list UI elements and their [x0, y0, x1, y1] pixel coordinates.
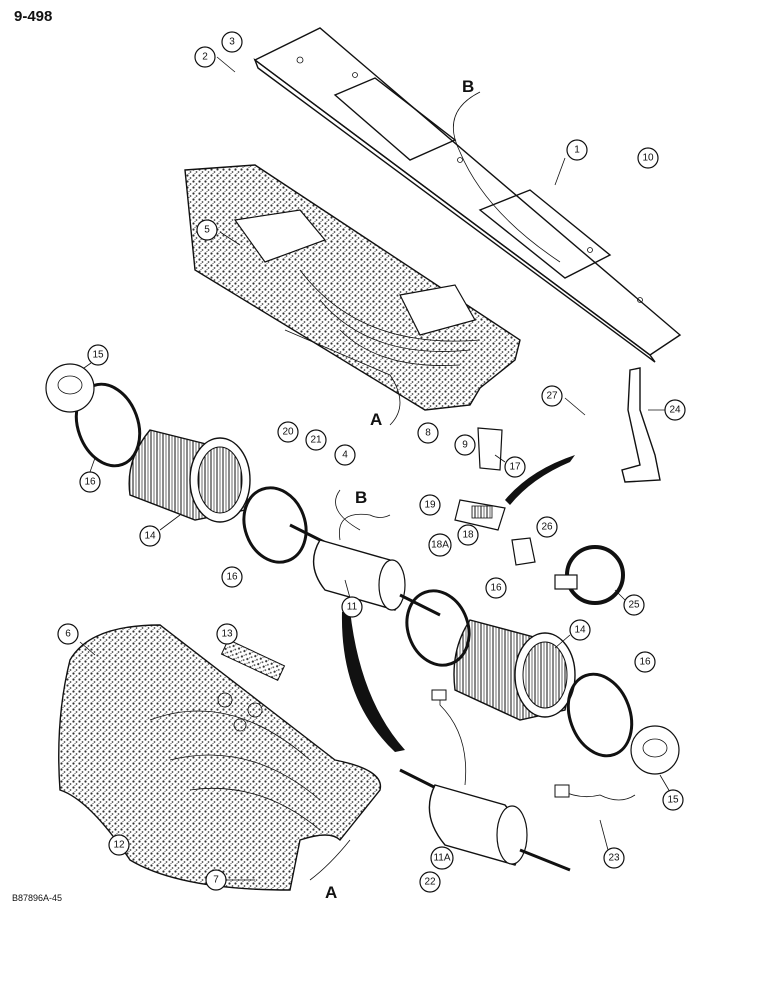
seal-ring: [566, 672, 634, 758]
svg-text:14: 14: [574, 625, 586, 636]
svg-text:19: 19: [424, 500, 436, 511]
callout-11: 11: [341, 579, 363, 618]
leader-line: [335, 489, 361, 531]
foam-cover: [58, 624, 382, 891]
callout-20: 20: [277, 421, 299, 443]
svg-text:6: 6: [65, 629, 71, 640]
svg-text:16: 16: [639, 657, 651, 668]
drawing-code: B87896A-45: [12, 893, 63, 903]
callout-7: 7: [205, 869, 255, 891]
svg-text:1: 1: [574, 145, 580, 156]
foam-strip: [220, 638, 286, 682]
callout-16-b: 16: [221, 566, 243, 588]
foam-gasket-panel: [184, 164, 521, 411]
callout-14-left: 14: [139, 514, 181, 547]
svg-text:26: 26: [541, 522, 553, 533]
callout-15-left: 15: [45, 344, 109, 413]
replacement-blower-motor: [399, 689, 571, 872]
ref-letter-b-top: B: [462, 77, 474, 96]
leader-line: [284, 329, 401, 426]
svg-text:3: 3: [229, 37, 235, 48]
callout-12: 12: [108, 834, 130, 856]
callout-19: 19: [419, 494, 441, 516]
side-bracket: [621, 367, 661, 483]
svg-text:15: 15: [92, 350, 104, 361]
resistor: [454, 499, 506, 531]
svg-text:9: 9: [462, 440, 468, 451]
wire-harness: [559, 789, 636, 801]
resistor-bracket: [477, 427, 503, 471]
callout-9: 9: [454, 434, 476, 456]
svg-text:23: 23: [608, 853, 620, 864]
callout-13: 13: [216, 623, 238, 645]
svg-text:15: 15: [667, 795, 679, 806]
seal-ring: [242, 486, 308, 564]
callout-24: 24: [648, 399, 686, 421]
callout-21: 21: [305, 429, 327, 451]
blower-wheel-left: [128, 429, 251, 523]
svg-text:4: 4: [342, 450, 348, 461]
ref-letter-b-middle: B: [355, 488, 367, 507]
callout-16-a: 16: [79, 457, 101, 493]
svg-text:16: 16: [490, 583, 502, 594]
svg-text:8: 8: [425, 428, 431, 439]
flow-arrow: [341, 610, 405, 752]
svg-text:20: 20: [282, 427, 294, 438]
svg-text:11A: 11A: [433, 853, 450, 864]
callout-26: 26: [536, 516, 558, 538]
ref-letter-a-bottom: A: [325, 883, 337, 902]
callout-8: 8: [417, 422, 439, 444]
svg-text:16: 16: [84, 477, 96, 488]
svg-text:12: 12: [113, 840, 125, 851]
svg-text:25: 25: [628, 600, 640, 611]
callout-1: 1: [554, 139, 588, 186]
seal-ring: [405, 589, 471, 667]
callout-23: 23: [599, 819, 625, 869]
svg-text:27: 27: [546, 391, 558, 402]
callout-27: 27: [541, 385, 586, 416]
svg-text:18A: 18A: [431, 540, 449, 551]
svg-text:21: 21: [310, 435, 322, 446]
blower-motor: [289, 513, 441, 617]
svg-text:13: 13: [221, 629, 233, 640]
blower-wheel-right: [453, 619, 576, 721]
callout-3: 3: [221, 31, 243, 53]
svg-text:18: 18: [462, 530, 474, 541]
svg-text:10: 10: [642, 153, 654, 164]
flow-arrow: [505, 455, 575, 505]
callout-14-right: 14: [554, 619, 591, 649]
leader-line: [309, 839, 351, 881]
svg-text:14: 14: [144, 531, 156, 542]
callout-11a: 11A: [430, 846, 454, 870]
ref-letter-a-middle: A: [370, 410, 382, 429]
svg-text:5: 5: [204, 225, 210, 236]
svg-text:17: 17: [509, 462, 521, 473]
svg-text:24: 24: [669, 405, 681, 416]
svg-text:7: 7: [213, 875, 219, 886]
callout-15-right: 15: [630, 725, 684, 811]
callout-4: 4: [334, 444, 356, 466]
svg-text:2: 2: [202, 52, 208, 63]
wire-connector: [554, 784, 570, 798]
callout-2: 2: [194, 46, 236, 73]
svg-text:22: 22: [424, 877, 436, 888]
callout-18: 18: [457, 524, 479, 546]
callout-22: 22: [419, 871, 441, 893]
callout-17: 17: [494, 454, 526, 478]
svg-text:16: 16: [226, 572, 238, 583]
callout-16-c: 16: [485, 577, 507, 599]
callout-10: 10: [637, 147, 659, 169]
callout-16-d: 16: [634, 651, 656, 673]
callout-6: 6: [57, 623, 96, 656]
callout-18a: 18A: [428, 533, 452, 557]
page-number: 9-498: [14, 8, 53, 25]
clip-bracket: [511, 537, 536, 566]
svg-text:11: 11: [347, 602, 358, 613]
callout-5: 5: [196, 219, 241, 246]
hose-clamp-screw: [554, 574, 578, 590]
callout-25: 25: [614, 589, 645, 616]
leader-line: [452, 91, 561, 263]
